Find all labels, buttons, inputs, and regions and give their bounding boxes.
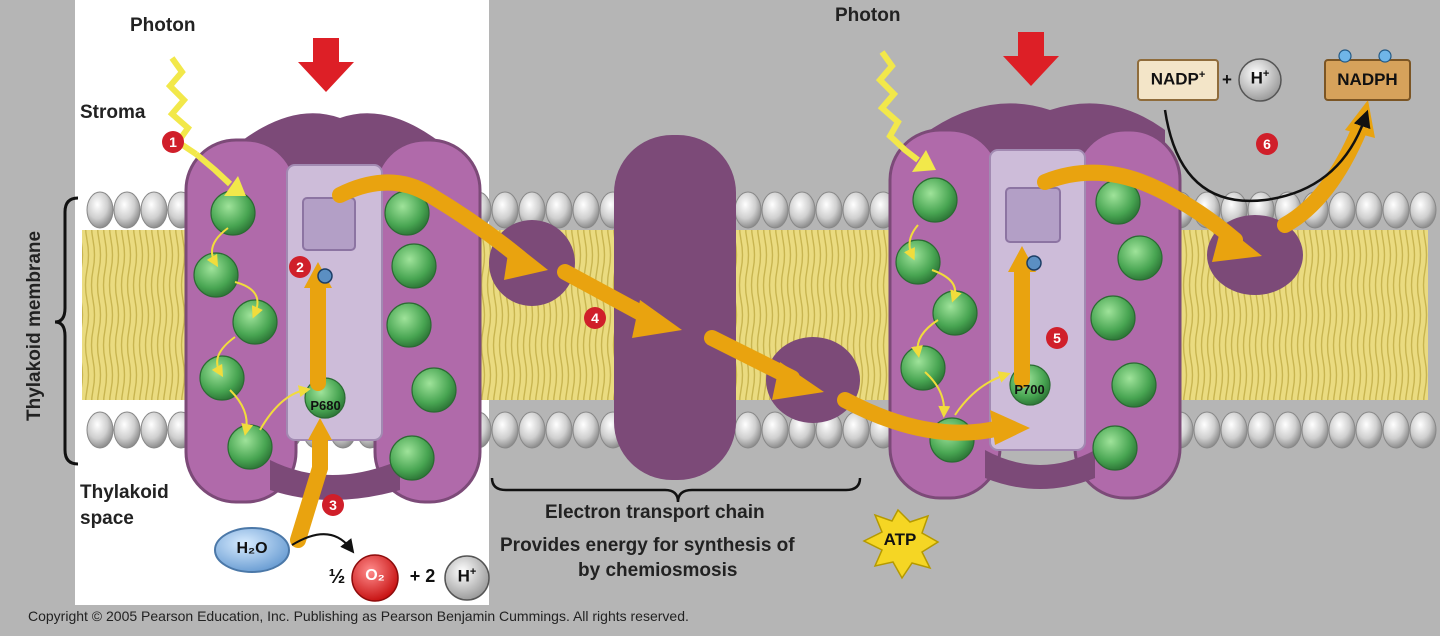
pigment-molecule: [232, 299, 278, 345]
photon-label-right: Photon: [835, 5, 901, 26]
phospholipid-head: [545, 191, 573, 229]
phospholipid-head: [1409, 191, 1437, 229]
pigment-molecule: [391, 243, 437, 289]
h2o-label: H₂O: [236, 540, 268, 557]
step-marker-5: 5: [1046, 327, 1068, 349]
step-marker-3: 3: [322, 494, 344, 516]
phospholipid-head: [518, 411, 546, 449]
phospholipid-head: [86, 191, 114, 229]
pigment-molecule: [227, 424, 273, 470]
photon-label-left: Photon: [130, 15, 196, 36]
pigment-molecule: [932, 290, 978, 336]
phospholipid-head: [1355, 191, 1383, 229]
nadph-label: NADPH: [1337, 70, 1398, 89]
pigment-molecule: [386, 302, 432, 348]
oxygen-molecule: [351, 554, 399, 602]
phospholipid-head: [1355, 411, 1383, 449]
phospholipid-head: [113, 191, 141, 229]
phospholipid-head: [842, 191, 870, 229]
step-marker-1: 1: [162, 131, 184, 153]
phospholipid-head: [1328, 411, 1356, 449]
phospholipid-head: [761, 411, 789, 449]
proton-icon: [444, 555, 490, 601]
step-marker-4: 4: [584, 307, 606, 329]
phospholipid-head: [491, 411, 519, 449]
energy-label-line1: Provides energy for synthesis of: [500, 535, 795, 556]
pigment-molecule: [389, 435, 435, 481]
phospholipid-head: [734, 411, 762, 449]
half-label: ½: [328, 566, 346, 588]
pigment-molecule: [912, 177, 958, 223]
phospholipid-head: [1220, 411, 1248, 449]
thylakoid-membrane-label: Thylakoid membrane: [24, 230, 45, 421]
nadp-box: [1137, 59, 1219, 101]
pigment-molecule: [1092, 425, 1138, 471]
pigment-molecule: [1111, 362, 1157, 408]
phospholipid-head: [1193, 411, 1221, 449]
pigment-molecule: [895, 239, 941, 285]
nadp-reduction-arrow: [1163, 109, 1371, 203]
plus-sign: +: [1222, 70, 1232, 89]
step-marker-6: 6: [1256, 133, 1278, 155]
thylakoid-space-label: Thylakoid space: [80, 482, 169, 529]
phospholipid-head: [734, 191, 762, 229]
phospholipid-head: [572, 191, 600, 229]
phospholipid-head: [140, 411, 168, 449]
down-arrow-right: [1003, 32, 1059, 86]
pigment-molecules: [193, 177, 1163, 481]
phospholipid-head: [1382, 191, 1410, 229]
electron-icon: [317, 268, 333, 284]
phospholipid-head: [761, 191, 789, 229]
nadp-label: NADP+: [1150, 69, 1206, 89]
phospholipid-head: [1301, 411, 1329, 449]
phospholipid-head: [1409, 411, 1437, 449]
pigment-molecule: [193, 252, 239, 298]
down-arrow-left: [298, 38, 354, 92]
membrane-brace: [54, 196, 79, 466]
atp-label: ATP: [883, 530, 917, 549]
phospholipid-head: [1328, 191, 1356, 229]
plus-two-label: + 2: [409, 566, 436, 586]
copyright-text: Copyright © 2005 Pearson Education, Inc.…: [28, 608, 689, 624]
phospholipid-head: [491, 191, 519, 229]
pigment-molecule: [900, 345, 946, 391]
stroma-label: Stroma: [80, 102, 146, 123]
p700-label: P700: [1014, 382, 1045, 397]
phospholipid-head: [113, 411, 141, 449]
phospholipid-head: [86, 411, 114, 449]
p680-label: P680: [310, 398, 341, 413]
cytochrome-complex: [614, 135, 736, 480]
nadph-box: [1324, 59, 1411, 101]
plastocyanin-protein: [766, 337, 860, 423]
etc-label: Electron transport chain: [545, 502, 765, 523]
photon-wave-right: [875, 50, 920, 163]
water-split-arrow: [291, 533, 355, 554]
phospholipid-head: [572, 411, 600, 449]
excitation-arrows: [206, 224, 1011, 436]
pigment-molecule: [199, 355, 245, 401]
h-plus-label-bottom: H+: [457, 566, 477, 586]
phospholipid-head: [815, 191, 843, 229]
water-molecule: [214, 527, 290, 573]
phospholipid-head: [545, 411, 573, 449]
o2-label: O₂: [365, 567, 385, 584]
phospholipid-head: [140, 191, 168, 229]
energy-label-line2: by chemiosmosis: [578, 560, 738, 581]
pigment-molecule: [1117, 235, 1163, 281]
pigment-molecule: [210, 190, 256, 236]
step-marker-2: 2: [289, 256, 311, 278]
electron-icon: [1026, 255, 1042, 271]
phospholipid-head: [1274, 411, 1302, 449]
phospholipid-head: [788, 191, 816, 229]
phospholipid-head: [1247, 411, 1275, 449]
proton-icon: [1238, 58, 1282, 102]
phospholipid-head: [1382, 411, 1410, 449]
etc-brace: [490, 477, 862, 503]
pigment-molecule: [411, 367, 457, 413]
pigment-molecule: [1090, 295, 1136, 341]
atp-burst: [862, 508, 940, 580]
h-plus-label-top: H+: [1250, 68, 1270, 88]
